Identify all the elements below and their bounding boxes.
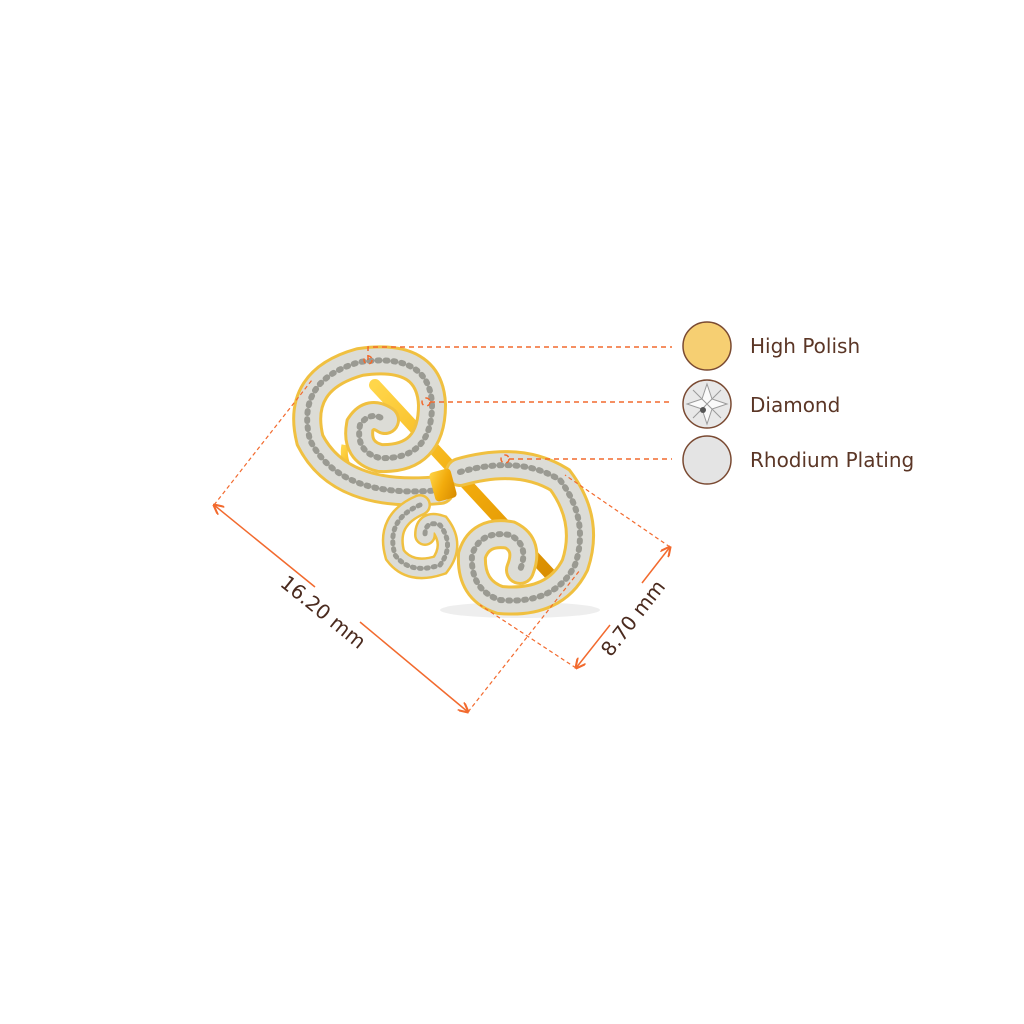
legend-label-rhodium-plating: Rhodium Plating <box>750 448 915 472</box>
length-extension-right <box>467 569 581 713</box>
brooch-image <box>292 345 600 618</box>
gold-clasp <box>429 468 457 502</box>
length-dimension-b <box>359 621 468 712</box>
dimension-lines <box>213 379 671 713</box>
rhodium-swatch-icon <box>682 435 732 485</box>
diamond-swatch-icon <box>682 379 732 429</box>
legend-label-high-polish: High Polish <box>750 334 861 358</box>
legend-swatches <box>682 321 732 485</box>
width-dimension-a <box>641 547 670 584</box>
length-extension-left <box>213 379 313 506</box>
width-dimension-b <box>576 624 611 668</box>
width-extension-bottom <box>479 604 577 669</box>
leader-lines <box>363 346 672 464</box>
length-dimension-a <box>214 505 316 588</box>
width-extension-top <box>564 474 671 548</box>
legend-label-diamond: Diamond <box>750 393 841 417</box>
gold-swatch-icon <box>682 321 732 371</box>
